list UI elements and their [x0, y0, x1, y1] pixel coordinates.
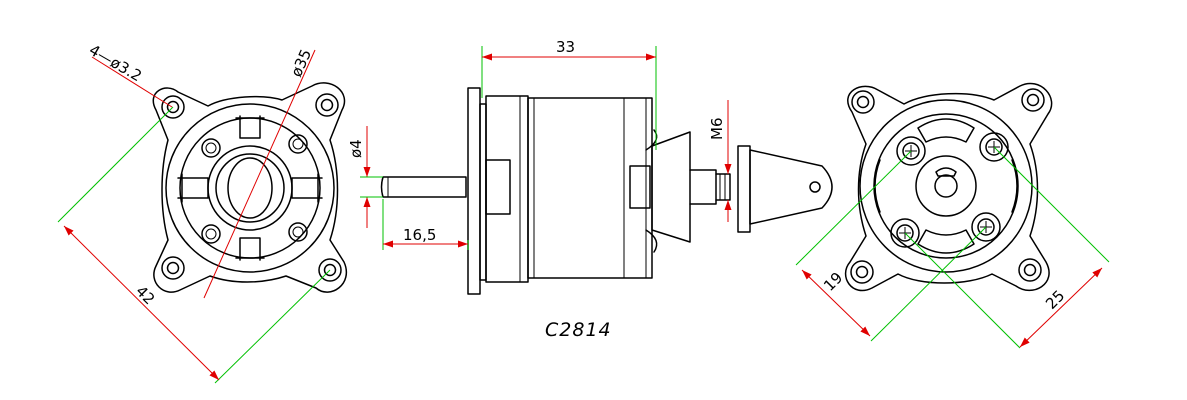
diameter-35-label: ø35 — [287, 46, 315, 79]
spinner-washer — [737, 145, 751, 233]
shaft-diameter-label: ø4 — [347, 139, 365, 158]
spacing-25-label: 25 — [1042, 287, 1068, 313]
spacing25-ext-1 — [993, 146, 1110, 263]
shaft — [380, 176, 467, 198]
spacing19-ext-2 — [870, 226, 987, 342]
side-view: 33 16,5 ø4 M6 C2814 — [347, 38, 833, 341]
front-mount-holes — [161, 93, 342, 282]
length-33-label: 33 — [556, 38, 575, 56]
front-screw-bosses — [201, 134, 308, 244]
span-42-dimension — [63, 225, 220, 381]
spacing-19-dimension — [801, 269, 871, 337]
front-outer-ring — [165, 103, 335, 273]
spacing25-ext-2 — [904, 232, 1021, 349]
holes-label: 4—ø3.2 — [86, 41, 145, 85]
side-mount-plate — [467, 87, 481, 295]
prop-adapter-base — [651, 131, 691, 243]
span-42-label: 42 — [132, 282, 158, 308]
front-hub-inner — [215, 153, 285, 223]
rear-hub — [915, 155, 977, 217]
diameter-35-line — [203, 49, 316, 299]
rear-mount-holes — [850, 88, 1045, 284]
rear-screws — [890, 132, 1009, 248]
rear-mid-ring — [873, 113, 1019, 259]
shaft-length-label: 16,5 — [403, 226, 436, 244]
side-rear-housing — [485, 95, 529, 283]
spacing-25-dimension — [1019, 267, 1103, 348]
holes-leader-line — [91, 56, 173, 108]
thread-label: M6 — [708, 118, 726, 141]
side-motor-can — [527, 97, 653, 279]
front-spokes — [177, 115, 323, 261]
model-label: C2814 — [545, 319, 612, 341]
span-ext-line-2 — [214, 269, 331, 384]
spinner-cone — [749, 149, 833, 225]
front-view: 4—ø3.2 ø35 42 — [57, 41, 347, 384]
front-hub-recess — [227, 157, 273, 219]
span-ext-line-1 — [57, 106, 174, 223]
spacing19-ext-1 — [795, 150, 912, 266]
rear-view: 19 25 — [795, 82, 1110, 349]
rear-outer-ring — [859, 99, 1033, 273]
